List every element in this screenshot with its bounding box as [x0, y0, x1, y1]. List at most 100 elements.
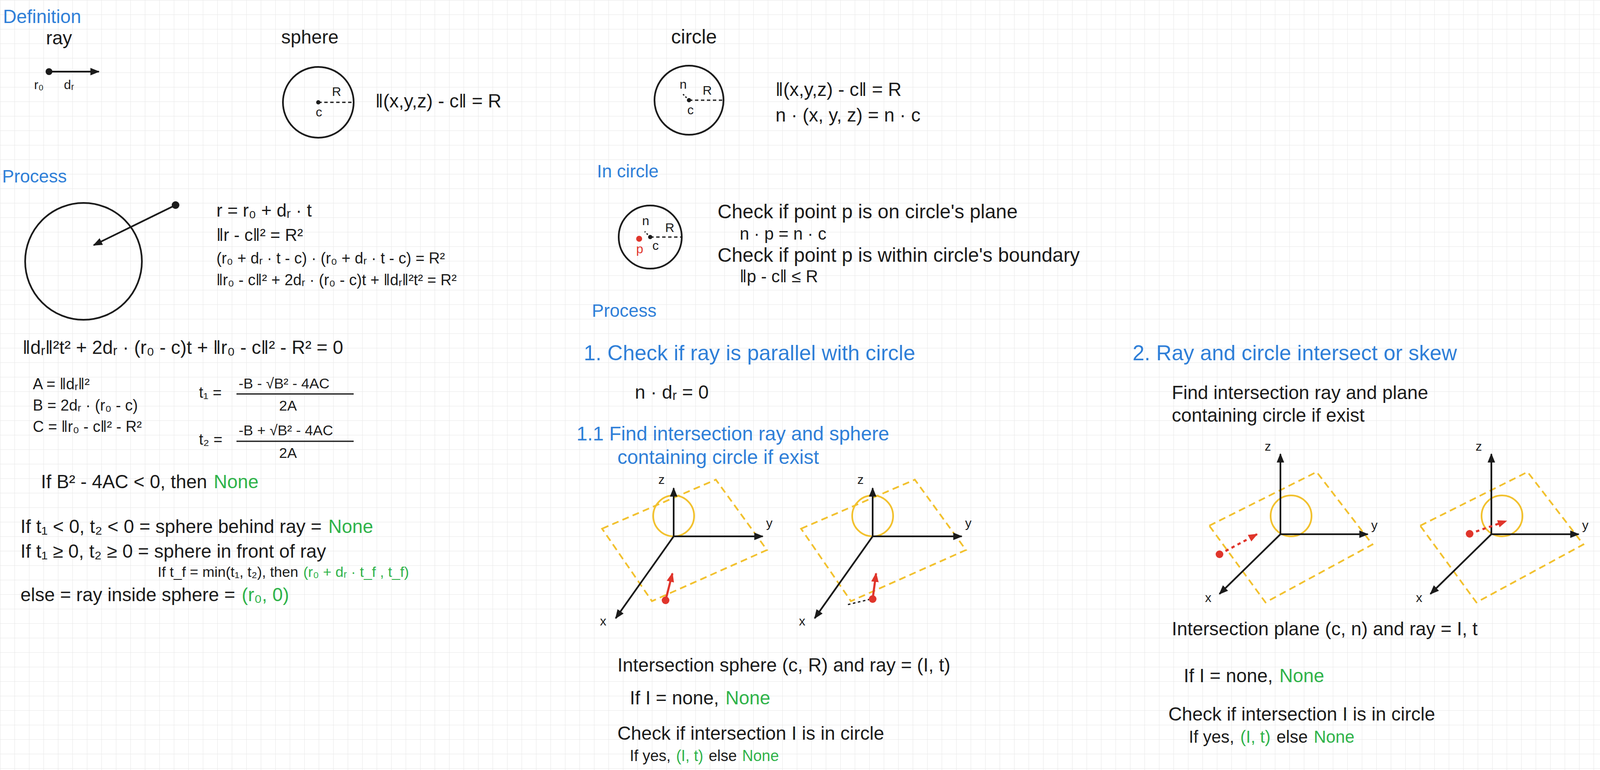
- text-row: z: [857, 472, 864, 488]
- text-row: z: [1475, 438, 1482, 454]
- note-text: Find intersection ray and plane containi…: [1171, 381, 1429, 426]
- text-row: Intersection sphere (c, R) and ray = (I,…: [617, 654, 951, 676]
- result-text: (r₀ + dᵣ · t_f , t_f): [303, 563, 410, 580]
- text-row: z: [1264, 438, 1272, 454]
- circle-outline: [1270, 495, 1312, 537]
- note-text: x: [1205, 590, 1212, 605]
- note-text: 2A: [279, 397, 297, 414]
- text-row: r₀: [34, 77, 44, 93]
- result-text: None: [1313, 726, 1355, 746]
- text-row: else = ray inside sphere =(r₀, 0): [20, 583, 289, 606]
- text-row: z: [658, 472, 665, 488]
- axes-figure: [602, 479, 767, 618]
- ray-arrow: [665, 573, 673, 600]
- plane-outline: [602, 479, 767, 601]
- note-text: n · (x, y, z) = n · c: [775, 104, 921, 126]
- circle-shape: nRc: [653, 64, 725, 136]
- text-row: If I = none,None: [629, 686, 771, 709]
- text-row: B = 2dᵣ · (r₀ - c): [32, 396, 139, 414]
- text-row: In circle: [596, 161, 659, 182]
- text-row: (r₀ + dᵣ · t - c) · (r₀ + dᵣ · t - c) = …: [216, 249, 445, 267]
- circle-shape: nRcp: [617, 204, 684, 270]
- circle-letter: c: [687, 103, 694, 117]
- ray-origin-dot: [171, 201, 180, 209]
- result-text: (r₀, 0): [241, 583, 289, 605]
- text-row: Check if point p is on circle's plane: [717, 200, 1018, 223]
- fraction-bar: [236, 440, 354, 442]
- text-row: n · p = n · c: [739, 223, 827, 244]
- x-axis: [1219, 533, 1281, 594]
- dashed-line: [847, 599, 870, 605]
- z-axis: [672, 487, 675, 537]
- result-text: None: [1279, 664, 1325, 686]
- circle-outline: [281, 65, 355, 139]
- note-text: If B² - 4AC < 0, then: [40, 470, 208, 492]
- note-text: sphere: [281, 26, 339, 48]
- circle-letter: c: [652, 239, 659, 252]
- note-text: ‖r₀ - c‖² + 2dᵣ · (r₀ - c)t + ‖dᵣ‖²t² = …: [216, 270, 457, 289]
- circle-letter: c: [315, 105, 323, 119]
- note-text: -B + √B² - 4AC: [238, 421, 334, 439]
- text-row: ray: [46, 27, 73, 50]
- plane-outline: [1420, 471, 1584, 603]
- sphere-outline: [25, 202, 142, 320]
- note-text: ray: [46, 27, 73, 49]
- text-row: If yes,(I, t)elseNone: [1188, 726, 1355, 747]
- circle-outline: [653, 64, 725, 136]
- circle-letter: n: [642, 214, 650, 228]
- result-text: None: [742, 746, 779, 764]
- text-row: A = ‖dᵣ‖²: [32, 374, 90, 393]
- plane-outline: [801, 479, 966, 601]
- text-row: Check if intersection I is in circle: [617, 722, 885, 744]
- text-row: Process: [591, 300, 657, 321]
- note-text: 2A: [279, 444, 297, 461]
- ray-arrow: [49, 70, 99, 73]
- text-row: ‖p - c‖ ≤ R: [739, 266, 819, 286]
- result-text: (I, t): [1240, 726, 1271, 746]
- note-text: ‖r - c‖² = R²: [216, 225, 303, 245]
- result-text: None: [328, 515, 373, 537]
- note-text: A = ‖dᵣ‖²: [32, 374, 90, 393]
- note-text: ‖p - c‖ ≤ R: [739, 266, 819, 286]
- text-row: Intersection plane (c, n) and ray = I, t: [1171, 617, 1478, 640]
- note-text: -B - √B² - 4AC: [238, 374, 330, 392]
- text-row: x: [1415, 590, 1423, 606]
- text-row: 2. Ray and circle intersect or skew: [1132, 340, 1457, 366]
- text-row: Find intersection ray and plane containi…: [1171, 381, 1471, 427]
- text-row: If I = none, None: [1183, 664, 1325, 687]
- text-row: If t₁ < 0, t₂ < 0 = sphere behind ray =N…: [20, 515, 374, 538]
- text-row: If t₁ ≥ 0, t₂ ≥ 0 = sphere in front of r…: [20, 540, 326, 563]
- text-row: x: [1205, 590, 1212, 606]
- text-row: y: [766, 515, 773, 531]
- section-heading: Process: [2, 166, 67, 187]
- text-row: t₁ =: [198, 383, 222, 401]
- y-axis: [673, 535, 763, 537]
- text-row: y: [1582, 517, 1589, 533]
- text-row: 2A: [279, 444, 297, 462]
- ray-arrow: [872, 573, 877, 599]
- x-axis: [615, 536, 674, 618]
- note-text: x: [1415, 590, 1423, 605]
- note-text: t₂ =: [198, 430, 223, 448]
- text-row: -B + √B² - 4AC: [238, 421, 334, 439]
- ray-arrow: [1219, 533, 1257, 554]
- note-text: z: [658, 472, 665, 487]
- circle-outline: [618, 205, 682, 269]
- text-row: x: [599, 613, 607, 629]
- note-text: If t_f = min(t₁, t₂), then: [157, 563, 299, 580]
- text-row: -B - √B² - 4AC: [238, 374, 330, 392]
- normal-line: [644, 231, 651, 237]
- text-row: y: [965, 515, 972, 531]
- x-axis: [814, 536, 873, 618]
- note-text: If I = none,: [1183, 664, 1273, 686]
- text-row: r = r₀ + dᵣ · t: [216, 200, 312, 221]
- axes-figure: [1209, 453, 1373, 603]
- note-text: z: [1475, 438, 1482, 453]
- text-row: ‖r - c‖² = R²: [216, 224, 303, 245]
- note-text: Check if intersection I is in circle: [617, 722, 885, 744]
- circle-shape: Rc: [281, 65, 355, 139]
- y-axis: [1280, 533, 1368, 535]
- note-text: ‖(x,y,z) - c‖ = R: [375, 90, 502, 112]
- section-heading: In circle: [596, 161, 659, 182]
- note-text: x: [599, 613, 607, 628]
